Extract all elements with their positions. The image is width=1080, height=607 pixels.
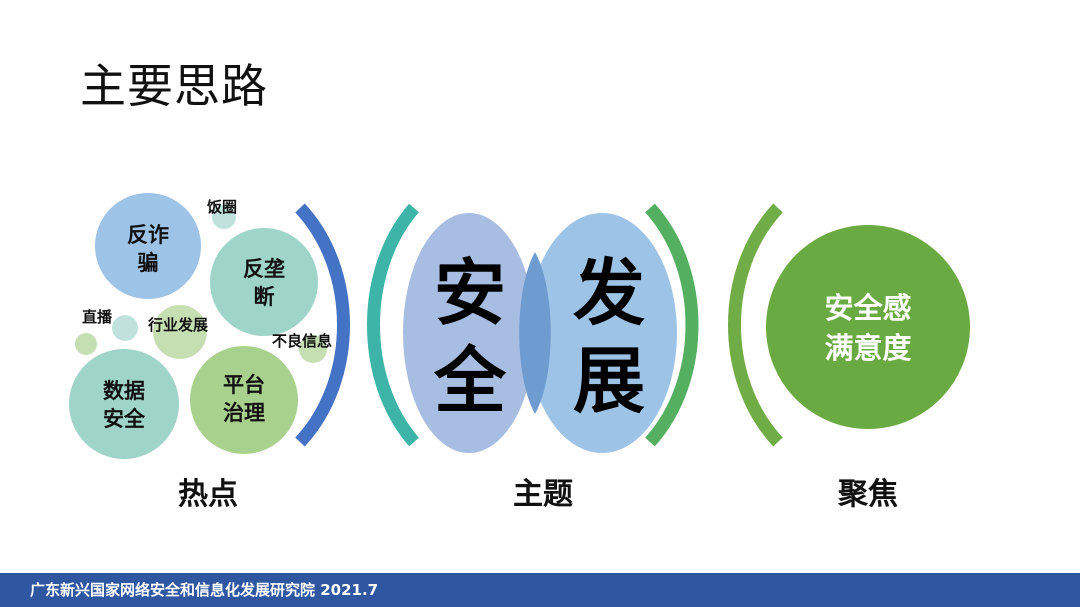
hotspots-right-bracket xyxy=(295,203,350,447)
focus-circle xyxy=(766,225,970,429)
bad-info-label: 不良信息 xyxy=(272,332,332,350)
theme-caption: 主题 xyxy=(513,477,573,512)
theme-right-char2: 展 xyxy=(573,339,645,423)
theme-overlap xyxy=(519,252,551,414)
theme-group: 安 全 发 展 主题 xyxy=(367,203,699,512)
livestream-label: 直播 xyxy=(82,308,113,326)
anti-fraud-label-line1: 反诈 xyxy=(127,223,169,247)
fan-circle-dot xyxy=(212,205,236,229)
theme-left-circle xyxy=(403,213,535,453)
platform-gov-label-line1: 平台 xyxy=(223,373,265,397)
small-green-dot xyxy=(75,333,97,355)
hotspots-group: 反诈 骗 饭圈 反垄 断 直播 行业发展 不良信息 数据 安全 平台 治理 热点 xyxy=(69,193,350,512)
industry-dev-bubble xyxy=(153,305,207,359)
page-title: 主要思路 xyxy=(80,59,268,113)
hotspots-caption: 热点 xyxy=(178,477,238,512)
anti-monopoly-bubble xyxy=(210,228,318,336)
bad-info-dot xyxy=(299,335,327,363)
focus-group: 安全感 满意度 聚焦 xyxy=(728,203,970,512)
platform-gov-bubble xyxy=(190,346,298,454)
focus-left-bracket xyxy=(728,203,783,447)
theme-right-bracket xyxy=(645,203,699,447)
theme-left-char1: 安 xyxy=(434,251,506,335)
anti-fraud-bubble xyxy=(95,193,201,299)
data-security-label-line1: 数据 xyxy=(103,379,145,403)
data-security-bubble xyxy=(69,349,179,459)
theme-right-char1: 发 xyxy=(573,251,645,335)
industry-dev-label: 行业发展 xyxy=(147,316,208,334)
data-security-label-line2: 安全 xyxy=(103,407,146,431)
platform-gov-label-line2: 治理 xyxy=(223,401,265,425)
theme-left-char2: 全 xyxy=(433,339,507,423)
footer-bar: 广东新兴国家网络安全和信息化发展研究院 2021.7 xyxy=(0,573,1080,607)
fan-circle-label: 饭圈 xyxy=(206,198,237,216)
focus-caption: 聚焦 xyxy=(837,477,898,512)
anti-fraud-label-line2: 骗 xyxy=(138,251,159,275)
focus-label-line2: 满意度 xyxy=(824,331,911,365)
anti-monopoly-label-line1: 反垄 xyxy=(243,257,285,281)
theme-right-circle xyxy=(527,213,677,453)
livestream-dot xyxy=(112,315,138,341)
anti-monopoly-label-line2: 断 xyxy=(254,285,275,309)
footer-text: 广东新兴国家网络安全和信息化发展研究院 2021.7 xyxy=(30,581,379,599)
focus-label-line1: 安全感 xyxy=(824,291,911,325)
theme-left-bracket xyxy=(367,203,419,447)
